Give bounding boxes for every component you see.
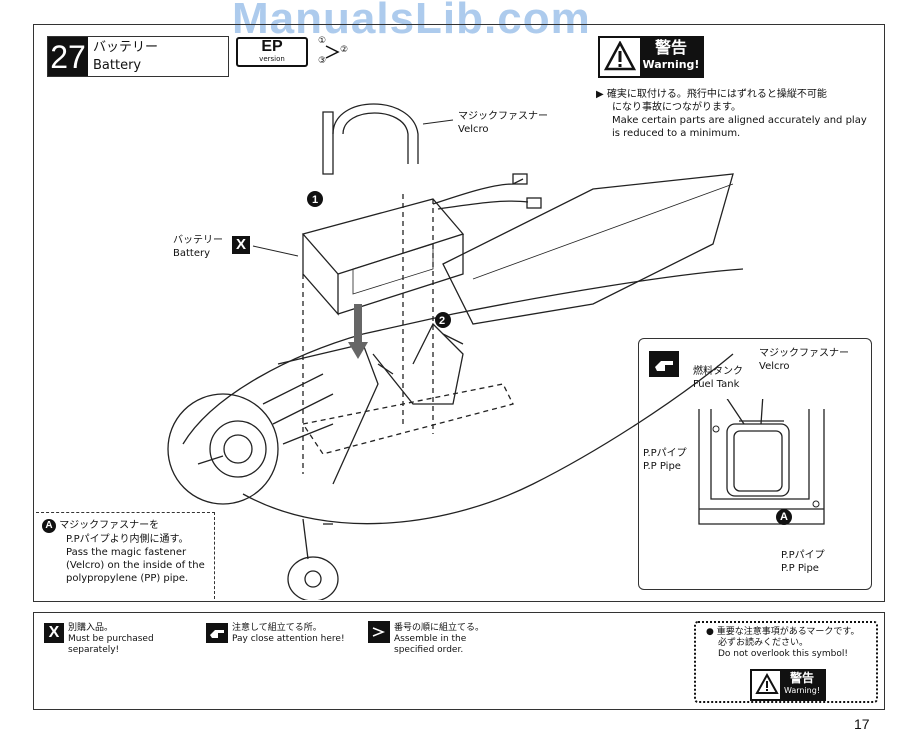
step-header: 27 バッテリー Battery	[47, 36, 229, 77]
detail-pp-left-jp: P.Pパイプ	[643, 448, 687, 459]
legend-warning-badge: 警告 Warning!	[750, 669, 826, 701]
order-mark-2: ②	[340, 45, 349, 55]
ep-sub-label: version	[259, 55, 285, 63]
detail-velcro-label: マジックファスナー Velcro	[759, 347, 849, 373]
legend-warning-kanji: 警告	[789, 671, 814, 685]
warning-triangle-icon	[604, 41, 636, 71]
important-symbol-box: ● 重要な注意事項があるマークです。 必ずお読みください。 Do not ove…	[694, 621, 878, 703]
detail-fuel-label: 燃料タンク Fuel Tank	[693, 365, 743, 391]
velcro-callout-jp: マジックファスナー	[458, 111, 548, 122]
note-a-line2: P.Pパイプより内側に通す。	[66, 534, 189, 545]
detail-velcro-en: Velcro	[759, 361, 790, 372]
warning-badge: 警告 Warning!	[598, 36, 704, 78]
battery-callout-en: Battery	[173, 248, 211, 259]
detail-velcro-jp: マジックファスナー	[759, 348, 849, 359]
note-a-mark: A	[42, 519, 56, 533]
note-a-line3: Pass the magic fastener	[66, 547, 187, 558]
note-a-box: A マジックファスナーを P.Pパイプより内側に通す。 Pass the mag…	[36, 512, 215, 599]
detail-panel: マジックファスナー Velcro 燃料タンク Fuel Tank P.Pパイプ …	[638, 338, 872, 590]
svg-text:1: 1	[312, 194, 318, 206]
legend-panel: X 別購入品。 Must be purchased separately! 注意…	[33, 612, 885, 710]
note-a-line5: polypropylene (PP) pipe.	[66, 573, 189, 584]
detail-pp-right-en: P.P Pipe	[781, 563, 819, 574]
detail-fuel-jp: 燃料タンク	[693, 366, 743, 377]
purchase-separately-icon: X	[232, 236, 250, 254]
legend-purchase: 別購入品。 Must be purchased separately!	[68, 623, 154, 656]
warning-en: Warning!	[642, 58, 700, 71]
battery-assembly-illustration: 1 2	[167, 103, 744, 600]
order-mark-3: ③	[318, 56, 327, 66]
legend-x-en-1: Must be purchased	[68, 634, 154, 644]
detail-pp-right: P.Pパイプ P.P Pipe	[781, 549, 825, 575]
legend-order-en-2: specified order.	[394, 645, 464, 655]
note-a-line1: マジックファスナーを	[59, 520, 160, 531]
warning-jp-1: 確実に取付ける。飛行中にはずれると操縦不可能	[606, 89, 827, 100]
order-symbol-icon: ① ② ③	[318, 36, 352, 68]
pointer-arrow-icon: ▶	[596, 89, 604, 100]
ep-label: EP	[261, 38, 283, 55]
main-panel	[33, 24, 885, 602]
legend-order: 番号の順に組立てる。 Assemble in the specified ord…	[394, 623, 484, 656]
legend-order-jp: 番号の順に組立てる。	[394, 623, 485, 633]
step-number: 27	[48, 37, 88, 76]
detail-mark-a: A	[776, 509, 792, 525]
legend-warning-en: Warning!	[783, 686, 821, 695]
page-number: 17	[854, 716, 870, 732]
legend-order-en-1: Assemble in the	[394, 634, 467, 644]
step-title-jp: バッテリー	[93, 40, 159, 55]
legend-hand-en: Pay close attention here!	[232, 634, 345, 644]
important-jp-2: 必ずお読みください。	[718, 638, 809, 648]
important-en: Do not overlook this symbol!	[718, 649, 848, 659]
warning-text: ▶ 確実に取付ける。飛行中にはずれると操縦不可能 になり事故につながります。 M…	[596, 88, 876, 140]
legend-warning-triangle-icon	[755, 673, 779, 694]
note-a-line4: (Velcro) on the inside of the	[66, 560, 205, 571]
fuel-tank-diagram	[698, 399, 825, 525]
warning-kanji: 警告	[654, 38, 687, 57]
velcro-callout-en: Velcro	[458, 124, 489, 135]
svg-text:2: 2	[439, 315, 445, 327]
important-jp-1: 重要な注意事項があるマークです。	[716, 627, 860, 637]
step-title-en: Battery	[93, 58, 142, 73]
legend-hand-jp: 注意して組立てる所。	[232, 623, 322, 633]
watermark-text: ManualsLib.com	[232, 0, 591, 43]
legend-x-jp: 別購入品。	[68, 623, 114, 633]
order-mark-1: ①	[318, 36, 327, 46]
legend-x-en-2: separately!	[68, 645, 120, 655]
legend-order-icon	[368, 621, 390, 643]
detail-pp-right-jp: P.Pパイプ	[781, 550, 825, 561]
detail-pp-left-en: P.P Pipe	[643, 461, 681, 472]
detail-fuel-en: Fuel Tank	[693, 379, 740, 390]
warning-en-2: is reduced to a minimum.	[612, 128, 741, 139]
battery-callout: バッテリー Battery	[173, 234, 223, 260]
warning-en-1: Make certain parts are aligned accuratel…	[612, 115, 867, 126]
warning-jp-2: になり事故につながります。	[612, 102, 741, 113]
ep-version-badge: EP version	[236, 37, 308, 67]
legend-x-icon: X	[44, 623, 64, 643]
legend-attention: 注意して組立てる所。 Pay close attention here!	[232, 623, 345, 645]
battery-callout-jp: バッテリー	[173, 235, 223, 246]
detail-pp-left: P.Pパイプ P.P Pipe	[643, 447, 687, 473]
velcro-callout: マジックファスナー Velcro	[458, 110, 548, 136]
hand-pointer-icon	[649, 351, 679, 377]
legend-hand-icon	[206, 623, 228, 643]
